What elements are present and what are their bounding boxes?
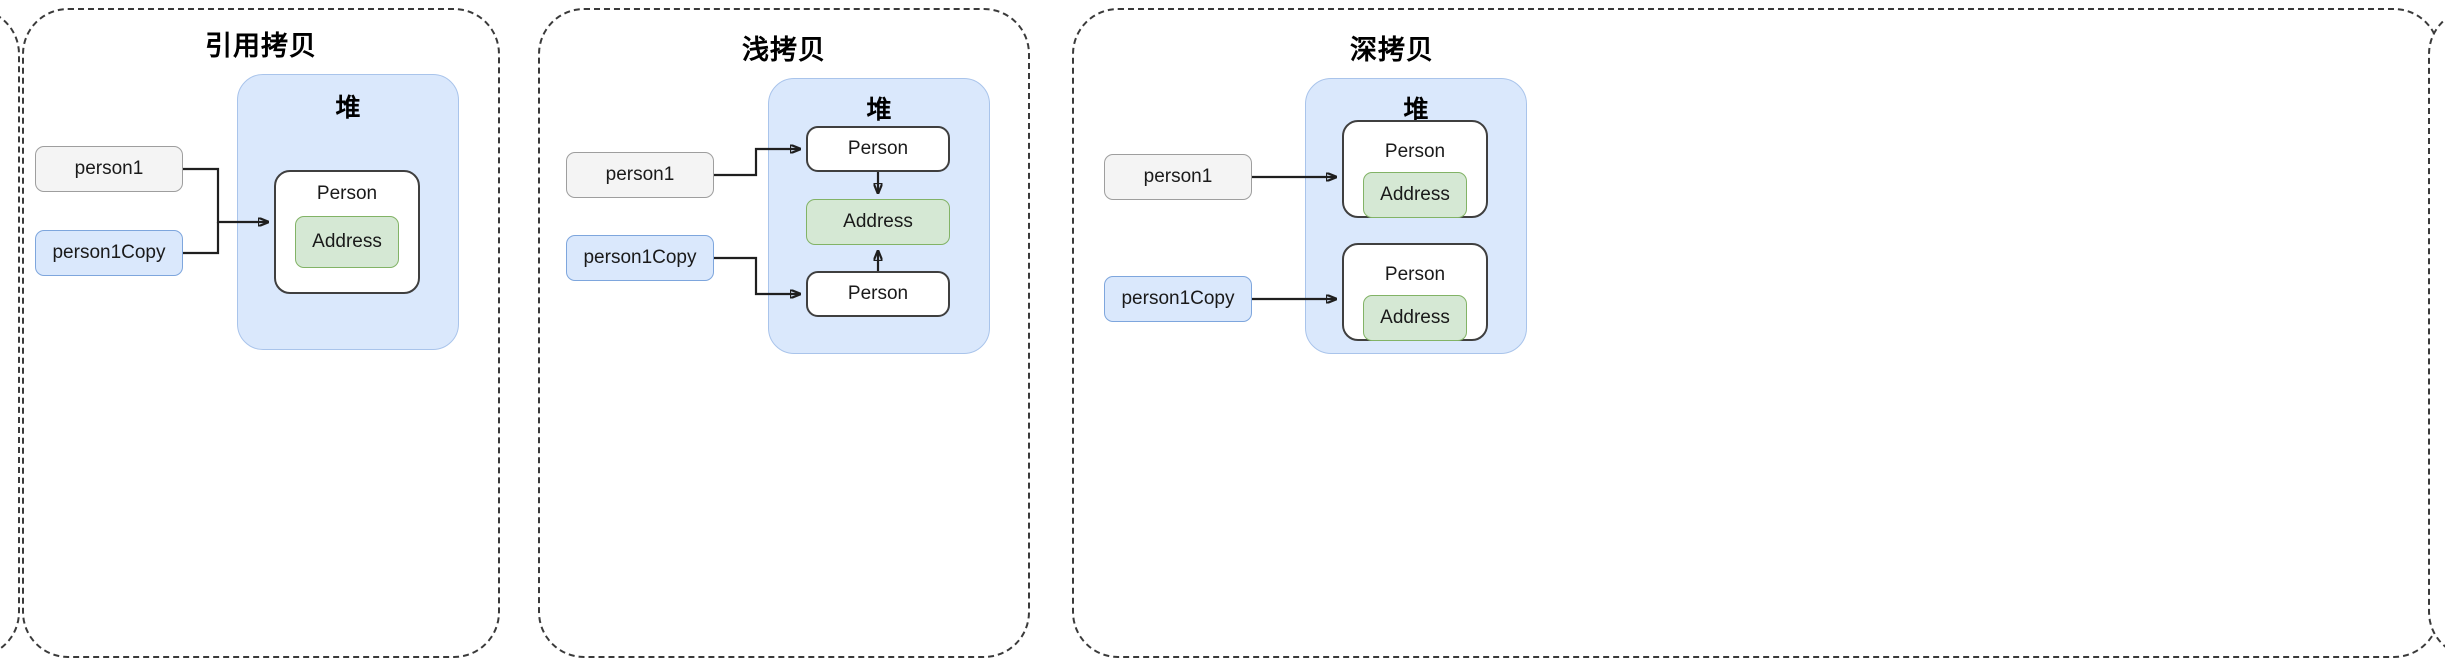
- heap-label-reference-copy: 堆: [335, 94, 361, 122]
- variable-person1copy-shallow-copy[interactable]: person1Copy: [566, 235, 714, 281]
- object-address-first-deep-copy[interactable]: Address: [1363, 172, 1467, 218]
- panel-deep-copy: [1072, 8, 2440, 658]
- panel-clipped-left: [0, 8, 20, 658]
- object-person-label-reference-copy: Person: [316, 183, 378, 204]
- variable-person1-shallow-copy[interactable]: person1: [566, 152, 714, 198]
- object-address-reference-copy[interactable]: Address: [295, 216, 399, 268]
- object-address-shared-shallow-copy[interactable]: Address: [806, 199, 950, 245]
- heap-label-deep-copy: 堆: [1403, 96, 1429, 124]
- object-person-top-shallow-copy[interactable]: Person: [806, 126, 950, 172]
- variable-person1-reference-copy[interactable]: person1: [35, 146, 183, 192]
- heap-label-shallow-copy: 堆: [866, 96, 892, 124]
- object-address-second-deep-copy[interactable]: Address: [1363, 295, 1467, 341]
- variable-person1copy-reference-copy[interactable]: person1Copy: [35, 230, 183, 276]
- panel-title-shallow-copy: 浅拷贝: [742, 35, 826, 65]
- object-person-second-label-deep-copy: Person: [1384, 264, 1446, 285]
- panel-title-reference-copy: 引用拷贝: [205, 31, 317, 61]
- panel-title-deep-copy: 深拷贝: [1350, 35, 1434, 65]
- variable-person1copy-deep-copy[interactable]: person1Copy: [1104, 276, 1252, 322]
- object-person-bottom-shallow-copy[interactable]: Person: [806, 271, 950, 317]
- panel-clipped-right: [2428, 8, 2445, 658]
- object-person-first-label-deep-copy: Person: [1384, 141, 1446, 162]
- variable-person1-deep-copy[interactable]: person1: [1104, 154, 1252, 200]
